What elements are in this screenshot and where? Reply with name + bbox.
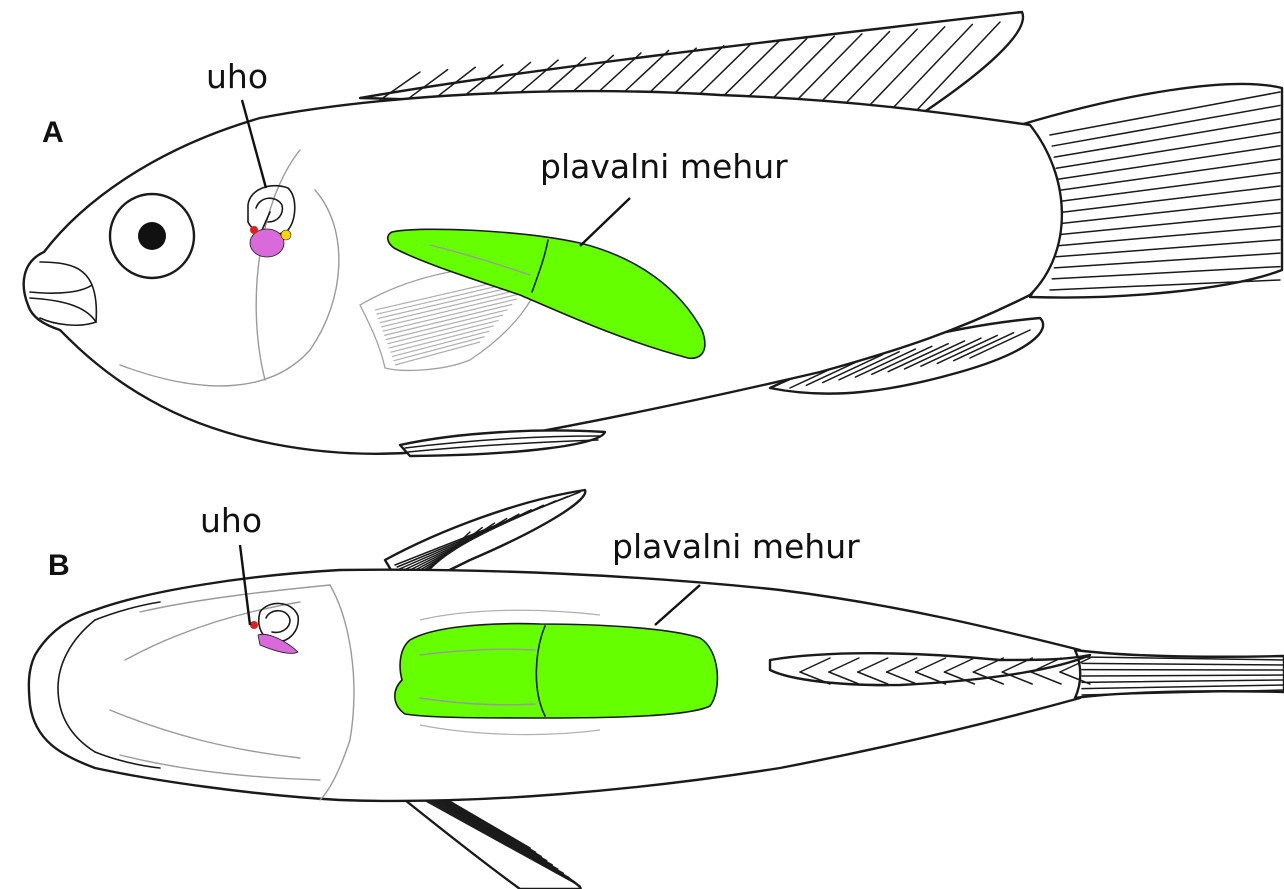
panel-b-ear-label: uho — [200, 501, 262, 540]
panel-a: A uho plavalni mehur — [24, 12, 1282, 456]
panel-b: B uho plavalni mehur — [29, 490, 1284, 889]
panel-b-letter: B — [48, 549, 70, 582]
panel-a-bladder-label: plavalni mehur — [540, 147, 788, 186]
panel-a-letter: A — [42, 116, 64, 149]
panel-a-otolith-red — [250, 226, 258, 234]
panel-b-swim-bladder — [395, 624, 718, 718]
panel-a-otolith-yellow — [281, 230, 291, 240]
panel-a-pupil — [138, 222, 166, 250]
fin-ray — [1082, 675, 1284, 676]
panel-b-bladder-label: plavalni mehur — [612, 527, 860, 566]
panel-b-otolith-red — [250, 621, 258, 629]
panel-a-ear-label: uho — [206, 57, 268, 96]
